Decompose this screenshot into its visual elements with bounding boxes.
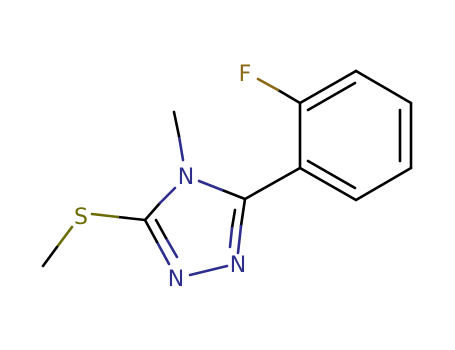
- bond-ring-5: [298, 166, 358, 202]
- bond-c5-n1-inner-b: [228, 226, 234, 249]
- bond-n1-n2: [188, 264, 229, 277]
- bond-s-methyl-b: [41, 245, 59, 268]
- atom-label-fluorine: F: [239, 62, 252, 87]
- bond-ring-2: [354, 69, 413, 105]
- bond-c-f-a: [276, 88, 302, 105]
- bond-phenyl-triazole: [243, 166, 302, 201]
- bond-c-f-b: [256, 77, 280, 92]
- bond-c5-n4-a: [220, 188, 247, 201]
- bond-n2-c3-a: [155, 240, 171, 266]
- bond-n4-methyl-a: [177, 134, 185, 162]
- bond-ring-4: [354, 166, 413, 202]
- bond-c5-n1-a: [239, 197, 247, 228]
- bond-c3-n4-b: [158, 186, 177, 205]
- bond-n2-c3-inner-a: [164, 236, 179, 259]
- bond-c3-n4-a: [143, 201, 162, 222]
- bond-n2-c3-inner-b: [154, 218, 168, 240]
- bond-c5-n4-b: [197, 179, 224, 192]
- bond-ring-1-inner: [306, 81, 357, 112]
- bond-c5-n1-b: [236, 224, 243, 255]
- bond-s-methyl-a: [55, 225, 74, 249]
- atom-label-sulfur: S: [74, 205, 88, 230]
- atom-label-n1: N: [230, 253, 246, 278]
- bond-n2-c3-b: [143, 218, 159, 244]
- bond-c3-s-b: [90, 212, 120, 219]
- bond-ring-5-inner: [306, 159, 357, 190]
- bond-n4-methyl-b: [172, 110, 181, 138]
- bond-ring-1: [298, 69, 358, 105]
- atom-label-n2: N: [168, 267, 184, 292]
- bond-c3-s-a: [116, 215, 147, 222]
- atom-label-n4: N: [178, 165, 194, 190]
- bond-c5-n1-inner-a: [230, 208, 237, 230]
